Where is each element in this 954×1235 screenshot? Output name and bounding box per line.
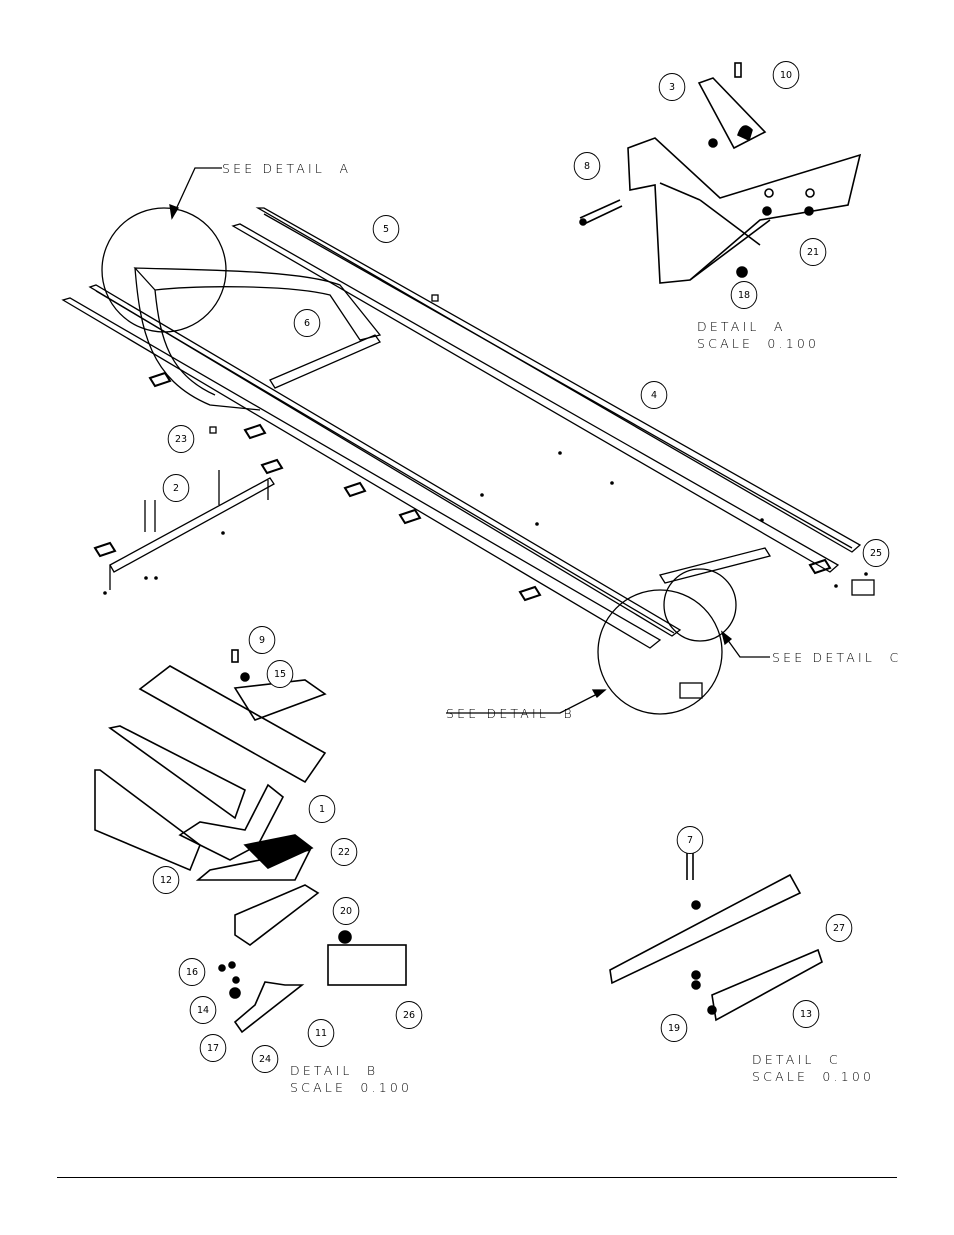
see-detail-c-label: SEE DETAIL C [772,650,902,665]
item-balloon: 18 [730,281,758,309]
main-assembly [61,167,875,715]
item-balloon: 8 [573,152,601,180]
item-balloon: 9 [248,626,276,654]
item-balloon: 13 [792,1000,820,1028]
detail-a-circle [101,207,227,333]
detail-b-circle [597,589,723,715]
see-detail-a-label: SEE DETAIL A [222,161,352,176]
detail-a-drawing [579,62,862,284]
detail-c-drawing [609,845,823,1022]
item-balloon: 15 [266,660,294,688]
detail-b-title: DETAIL B [290,1063,379,1078]
item-balloon: 10 [772,61,800,89]
item-balloon: 1 [308,795,336,823]
item-balloon: 6 [293,309,321,337]
item-balloon: 23 [167,425,195,453]
item-balloon: 19 [660,1014,688,1042]
item-balloon: 24 [251,1045,279,1073]
detail-b-scale: SCALE 0.100 [290,1080,413,1095]
item-balloon: 12 [152,866,180,894]
item-balloon: 26 [395,1001,423,1029]
detail-c-scale: SCALE 0.100 [752,1069,875,1084]
item-balloon: 11 [307,1019,335,1047]
detail-b-drawing [94,649,407,1034]
detail-c-title: DETAIL C [752,1052,841,1067]
item-balloon: 21 [799,238,827,266]
detail-a-title: DETAIL A [697,319,786,334]
detail-c-circle [663,568,737,642]
item-balloon: 4 [640,381,668,409]
item-balloon: 27 [825,914,853,942]
item-balloon: 7 [676,826,704,854]
detail-a-scale: SCALE 0.100 [697,336,820,351]
item-balloon: 2 [162,474,190,502]
item-balloon: 3 [658,73,686,101]
item-balloon: 16 [178,958,206,986]
item-balloon: 5 [372,215,400,243]
item-balloon: 20 [332,897,360,925]
item-balloon: 22 [330,838,358,866]
footer-rule [57,1177,897,1178]
item-balloon: 17 [199,1034,227,1062]
item-balloon: 14 [189,996,217,1024]
item-balloon: 25 [862,539,890,567]
see-detail-b-label: SEE DETAIL B [446,706,575,721]
